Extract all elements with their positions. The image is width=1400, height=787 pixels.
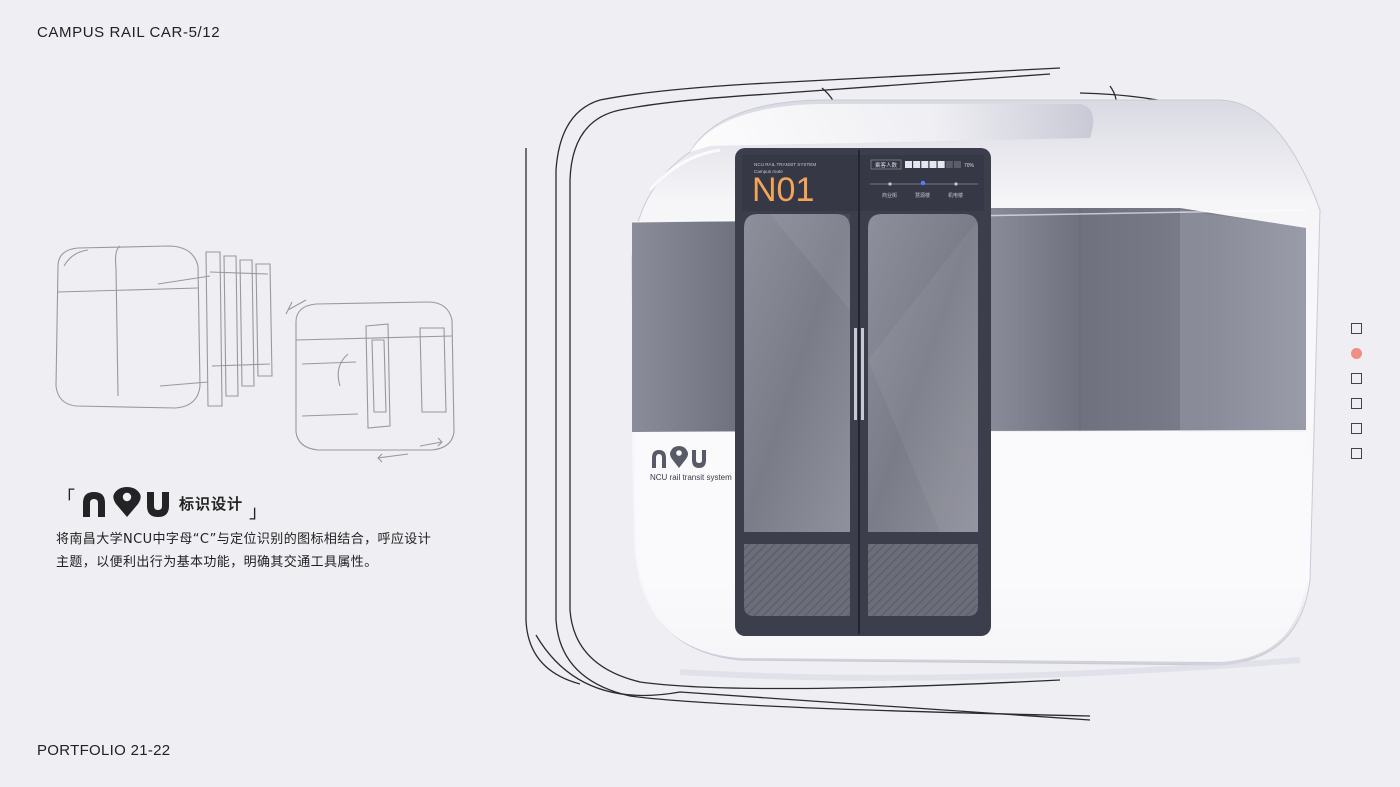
page-indicator-6[interactable] — [1351, 448, 1362, 459]
capacity-label-box — [870, 159, 902, 170]
page-indicator-2[interactable] — [1351, 348, 1362, 359]
bracket-close: 」 — [249, 502, 268, 523]
stop-label-1: 商业街 — [882, 192, 897, 199]
capacity-segment — [921, 161, 929, 168]
page-footer-title: PORTFOLIO 21-22 — [37, 742, 171, 759]
stop-marker-3 — [954, 182, 958, 186]
capacity-percent: 70% — [964, 163, 975, 169]
body-ncu-logo-icon — [652, 446, 706, 468]
capacity-segment — [929, 161, 937, 168]
stop-marker-current — [920, 180, 926, 186]
design-description: 将南昌大学NCU中字母“C”与定位识别的图标相结合，呼应设计 主题，以便利出行为… — [56, 528, 486, 574]
capacity-segment — [954, 161, 961, 168]
body-logo-tagline: NCU rail transit system — [650, 473, 732, 482]
description-line-1: 将南昌大学NCU中字母“C”与定位识别的图标相结合，呼应设计 — [56, 532, 432, 547]
page-indicator-1[interactable] — [1351, 323, 1362, 334]
page-indicator — [1351, 323, 1365, 473]
page-indicator-5[interactable] — [1351, 423, 1362, 434]
door-assembly — [735, 148, 991, 636]
display-car-number: N01 — [752, 171, 814, 209]
display-system-name: NCU RAIL TRANSIT SYSTEM — [754, 162, 816, 167]
capacity-segment — [937, 161, 945, 168]
page-indicator-4[interactable] — [1351, 398, 1362, 409]
capacity-label: 乘客人数 — [875, 161, 898, 169]
capacity-segment — [913, 161, 921, 168]
ncu-logo-icon — [81, 487, 173, 519]
capacity-bar — [905, 161, 961, 168]
rail-car-render: NCU rail transit system NCU RAIL TRANSIT… — [525, 67, 1321, 721]
page-header-title: CAMPUS RAIL CAR-5/12 — [37, 24, 221, 41]
concept-sketch-illustration — [55, 245, 455, 463]
display-route: Campus route — [754, 169, 783, 174]
page-indicator-3[interactable] — [1351, 373, 1362, 384]
description-line-2: 主题，以便利出行为基本功能，明确其交通工具属性。 — [56, 555, 378, 570]
stop-marker-1 — [888, 182, 892, 186]
stop-label-3: 机电楼 — [948, 192, 963, 199]
brand-label: 标识设计 — [179, 494, 244, 513]
bracket-open: 「 — [57, 488, 75, 509]
capacity-segment — [905, 161, 912, 168]
brand-heading: 「 标识设计 」 — [57, 486, 267, 523]
capacity-segment — [945, 161, 953, 168]
stop-label-2: 慧源楼 — [915, 192, 930, 199]
